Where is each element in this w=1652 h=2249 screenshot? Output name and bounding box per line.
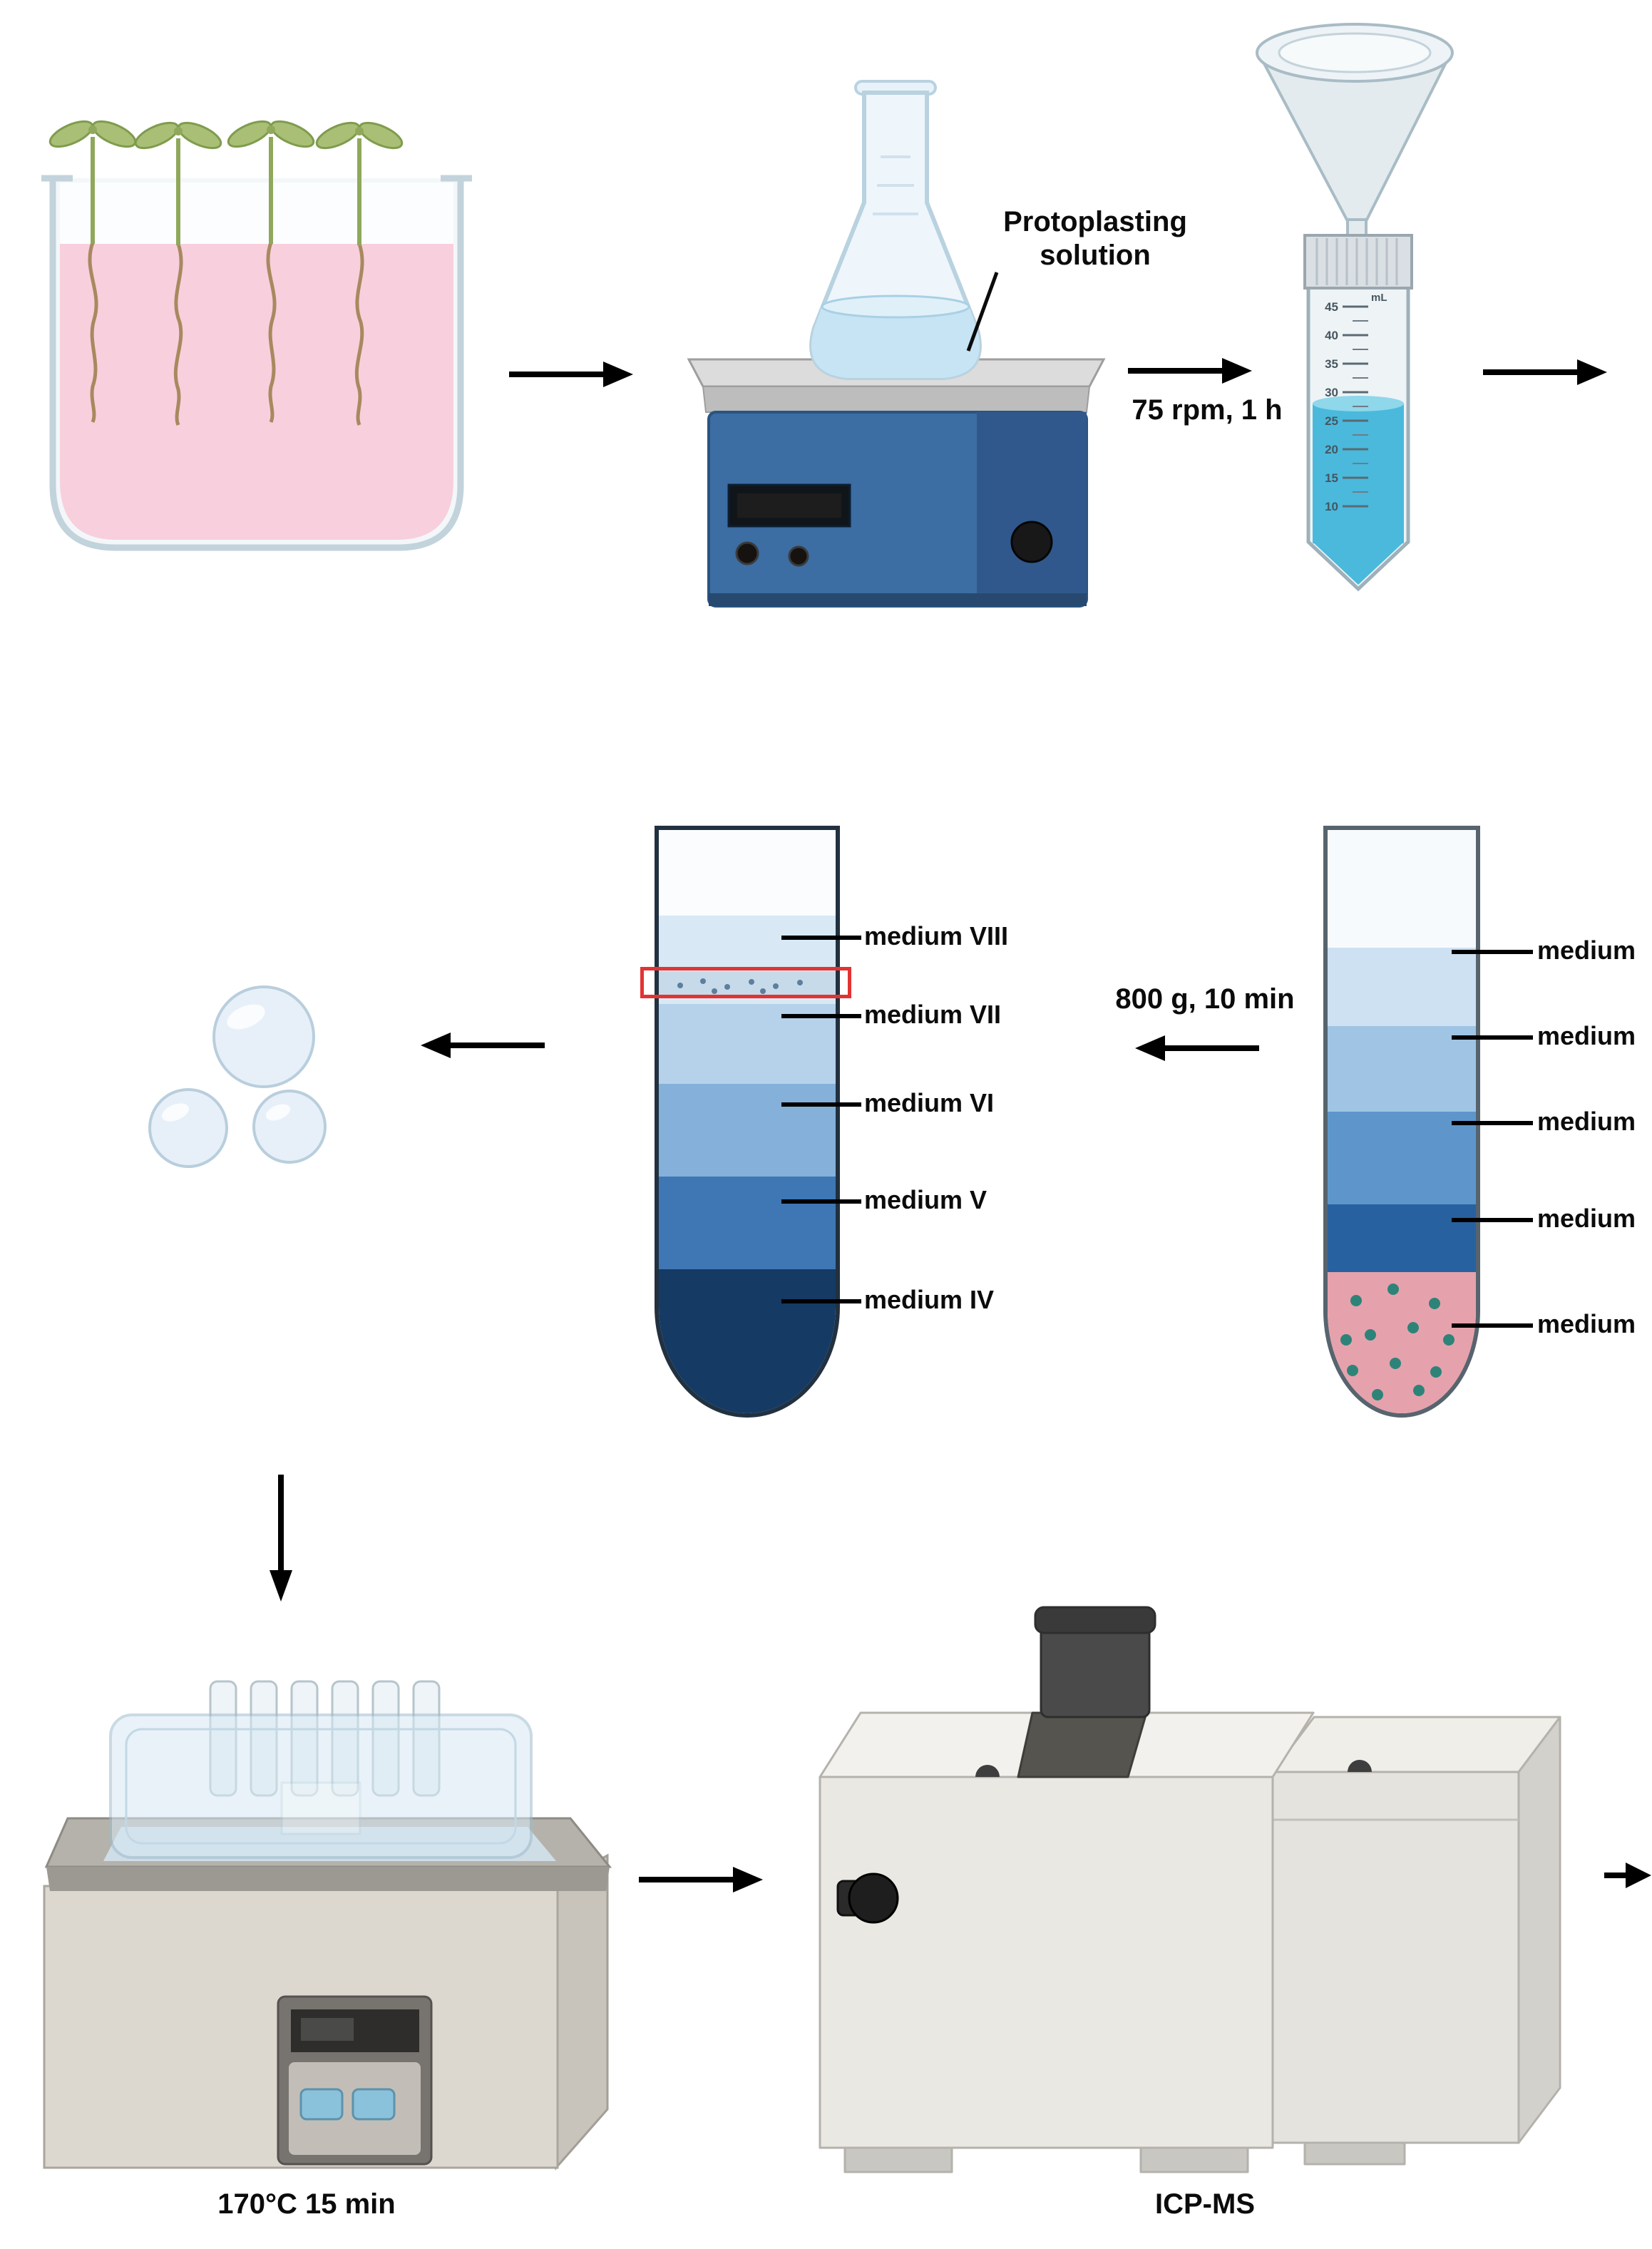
gradient-label-3: medium — [1537, 1107, 1636, 1136]
flow-arrow-3 — [1483, 359, 1607, 385]
shaker-knob-2 — [788, 545, 809, 567]
pellet-dots — [1340, 1284, 1455, 1400]
fraction-label-line-4 — [781, 1199, 861, 1204]
gradient-label-4: medium — [1537, 1204, 1636, 1233]
fraction-tube — [655, 826, 840, 1418]
gradient-label-5: medium — [1537, 1309, 1636, 1338]
gradient-layer-top — [1328, 830, 1476, 948]
gradient-layer-2 — [1328, 948, 1476, 1026]
fraction-layer-medium-iv — [659, 1269, 836, 1413]
graduation-25: 25 — [1325, 414, 1338, 428]
fraction-label-2: medium VII — [864, 1000, 1002, 1029]
icp-ms-label: ICP-MS — [1155, 2188, 1255, 2220]
pink-medium — [60, 244, 453, 540]
bath-button-2 — [352, 2088, 396, 2121]
protoplast-cells-illustration — [148, 985, 327, 1168]
flow-arrow-down — [270, 1475, 292, 1602]
icpms-side-knob — [848, 1873, 899, 1924]
graduation-10: 10 — [1325, 500, 1338, 513]
water-bath-illustration — [43, 1680, 612, 2171]
icp-ms-illustration — [819, 1606, 1561, 2173]
fraction-layer-medium-viii — [659, 916, 836, 971]
gradient-layer-5 — [1328, 1204, 1476, 1272]
falcon-tube-icon: mL 45 40 35 30 25 20 15 10 — [1303, 234, 1413, 592]
label-pointer-line — [966, 272, 999, 352]
graduation-35: 35 — [1325, 357, 1338, 371]
fraction-label-line-5 — [781, 1299, 861, 1303]
flow-arrow-left-1 — [1135, 1035, 1259, 1061]
centrifugation-condition-label: 800 g, 10 min — [1115, 983, 1295, 1015]
graduation-15: 15 — [1325, 471, 1338, 485]
graduation-20: 20 — [1325, 443, 1338, 456]
protoplast-small-1 — [148, 1088, 228, 1168]
fraction-label-1: medium VIII — [864, 921, 1009, 951]
fraction-layer-top — [659, 830, 836, 916]
fraction-label-line-1 — [781, 936, 861, 940]
shaking-condition-label: 75 rpm, 1 h — [1132, 394, 1283, 426]
icpms-left-module — [819, 1776, 1274, 2149]
graduation-30: 30 — [1325, 386, 1338, 399]
protoplast-band-highlight-box — [640, 967, 851, 998]
funnel-falcon-illustration: mL 45 40 35 30 25 20 15 10 — [1256, 23, 1454, 592]
flow-arrow-2 — [1128, 358, 1252, 384]
funnel-icon — [1256, 23, 1454, 271]
bath-button-1 — [299, 2088, 344, 2121]
fraction-label-4: medium V — [864, 1185, 987, 1214]
fraction-label-3: medium VI — [864, 1088, 995, 1117]
digestion-condition-label: 170°C 15 min — [217, 2188, 396, 2220]
flow-arrow-4 — [639, 1867, 763, 1892]
seedlings-beaker-illustration — [41, 120, 472, 551]
flow-arrow-left-2 — [421, 1033, 545, 1058]
falcon-cap — [1303, 234, 1413, 290]
protoplast-small-2 — [252, 1090, 327, 1164]
shaker-speed-knob — [1010, 521, 1053, 563]
flow-arrow-5 — [1604, 1863, 1651, 1888]
ml-unit-label: mL — [1371, 292, 1387, 304]
gradient-label-line-3 — [1452, 1121, 1533, 1125]
gradient-label-line-5 — [1452, 1323, 1533, 1328]
protoplast-large — [212, 985, 315, 1088]
flow-arrow-1 — [509, 362, 633, 387]
erlenmeyer-flask-icon — [809, 80, 982, 380]
protoplast-pellet-layer — [1328, 1272, 1476, 1413]
protoplasting-solution-label: Protoplasting solution — [1003, 206, 1187, 272]
gradient-label-line-2 — [1452, 1035, 1533, 1040]
gradient-label-line-4 — [1452, 1218, 1533, 1222]
gradient-label-2: medium — [1537, 1021, 1636, 1050]
shaker-side-panel — [977, 412, 1087, 606]
bath-lid — [109, 1713, 533, 1859]
fraction-layer-medium-vi — [659, 1084, 836, 1177]
fraction-label-line-2 — [781, 1014, 861, 1018]
icpms-right-module — [1271, 1771, 1520, 2144]
bath-control-panel — [277, 1995, 433, 2166]
falcon-liquid — [1313, 404, 1404, 543]
flask-on-shaker-illustration — [687, 80, 1106, 608]
shaker-knob-1 — [735, 541, 759, 565]
gradient-layer-4 — [1328, 1112, 1476, 1204]
fraction-label-line-3 — [781, 1102, 861, 1107]
gradient-tube-centrifuged — [1323, 826, 1480, 1418]
seedlings — [48, 120, 404, 426]
fraction-layer-medium-v — [659, 1177, 836, 1269]
gradient-layer-3 — [1328, 1026, 1476, 1112]
gradient-label-line-1 — [1452, 950, 1533, 954]
graduation-45: 45 — [1325, 300, 1338, 314]
graduation-40: 40 — [1325, 329, 1338, 342]
beaker-headspace — [60, 183, 453, 244]
fraction-label-5: medium IV — [864, 1285, 995, 1314]
gradient-label-1: medium — [1537, 936, 1636, 965]
flask-liquid — [811, 307, 980, 378]
protoplast-band-layer — [659, 971, 836, 998]
